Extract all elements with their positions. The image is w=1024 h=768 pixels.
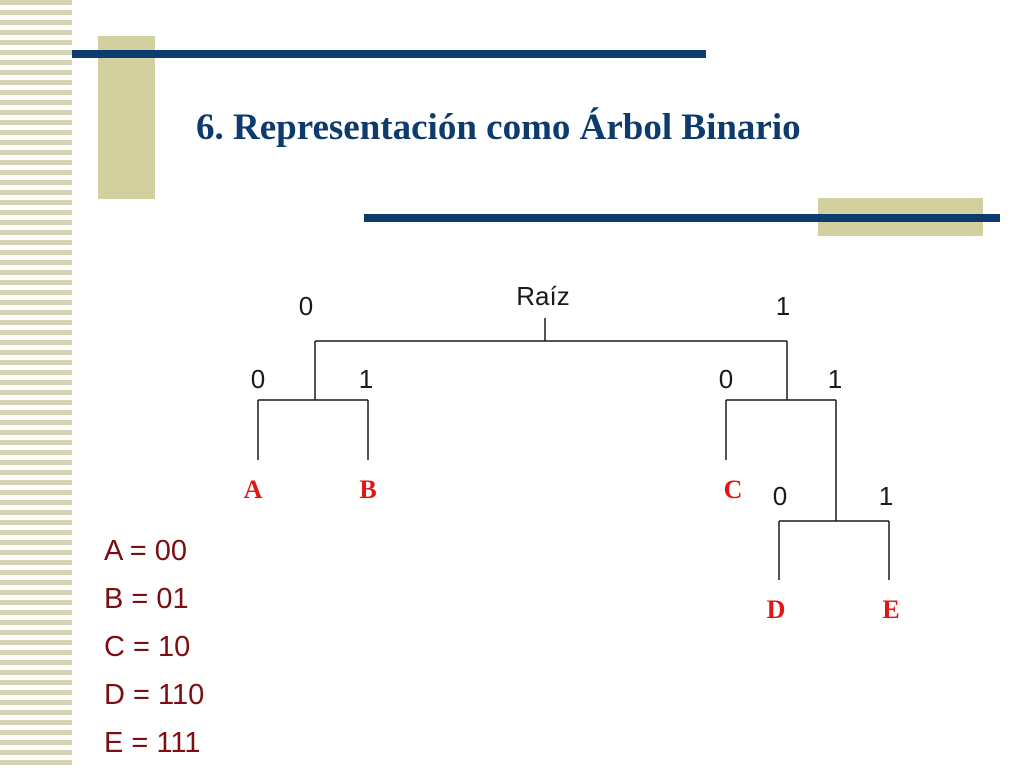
- edge-label-left-left: 0: [251, 364, 265, 394]
- leaf-b: B: [359, 475, 376, 504]
- code-d: D = 110: [104, 679, 205, 711]
- code-c: C = 10: [104, 631, 191, 663]
- code-b: B = 01: [104, 583, 189, 615]
- code-e: E = 111: [104, 727, 201, 759]
- edge-label-left-right: 1: [359, 364, 373, 394]
- decorative-block-top: [98, 36, 155, 199]
- edge-label-right-right: 1: [828, 364, 842, 394]
- edge-label-root-left: 0: [299, 291, 313, 321]
- bottom-rule: [364, 214, 1000, 222]
- top-rule: [72, 50, 706, 58]
- slide-title: 6. Representación como Árbol Binario: [196, 107, 801, 148]
- leaf-e: E: [882, 595, 899, 624]
- code-a: A = 00: [104, 535, 188, 567]
- edge-label-sub-right: 1: [879, 481, 893, 511]
- edge-label-root-right: 1: [776, 291, 790, 321]
- edge-label-right-left: 0: [719, 364, 733, 394]
- leaf-d: D: [767, 595, 786, 624]
- leaf-a: A: [244, 475, 263, 504]
- root-label: Raíz: [516, 281, 569, 311]
- edge-label-sub-left: 0: [773, 481, 787, 511]
- code-list: A = 00 B = 01 C = 10 D = 110 E = 111: [104, 527, 204, 767]
- decorative-stripes: [0, 0, 72, 768]
- leaf-c: C: [724, 475, 743, 504]
